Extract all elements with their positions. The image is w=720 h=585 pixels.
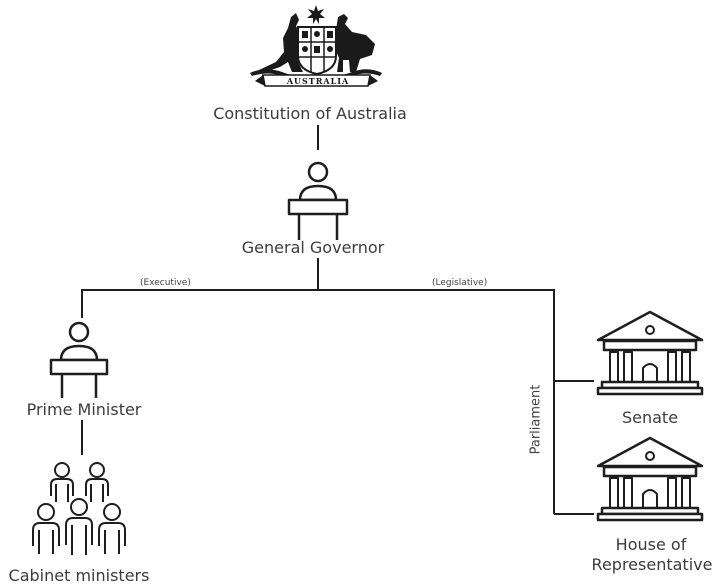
house-label-line1: House of [615,535,687,554]
group-of-people-icon [32,462,126,555]
coat-of-arms-banner: AUSTRALIA [286,76,350,86]
cabinet-label: Cabinet ministers [8,566,150,585]
house-label-line2: Representative [591,555,713,574]
person-at-lectern-icon [287,161,349,240]
person-at-lectern-icon [49,321,109,398]
executive-branch-label: (Executive) [140,278,191,288]
senate-label: Senate [621,408,679,427]
parliament-label: Parliament [528,384,544,455]
coat-of-arms-icon [250,5,382,87]
governor-label: General Governor [241,238,385,257]
parliament-building-icon [596,310,704,396]
prime-minister-label: Prime Minister [26,400,142,419]
parliament-building-icon [596,436,704,522]
legislative-branch-label: (Legislative) [432,278,488,288]
constitution-label: Constitution of Australia [213,104,407,123]
connector-lines [81,125,594,515]
